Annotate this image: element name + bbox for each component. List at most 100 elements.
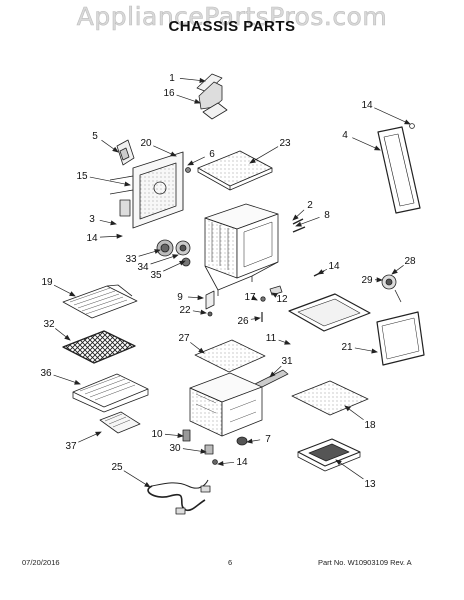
arrowhead-17 — [251, 295, 258, 301]
arrowhead-22 — [200, 309, 207, 315]
footer-date: 07/20/2016 — [22, 558, 60, 567]
arrowhead-14 — [404, 119, 411, 125]
part-32-rack — [62, 330, 136, 364]
callout-14: 14 — [328, 261, 340, 272]
arrowhead-14 — [317, 269, 324, 275]
callout-8: 8 — [324, 210, 330, 221]
callout-17: 17 — [244, 292, 256, 303]
leader-line-13 — [338, 461, 364, 480]
part-27-plate — [194, 339, 266, 373]
arrowhead-37 — [95, 431, 102, 437]
part-10-spring — [182, 429, 191, 442]
arrowhead-2 — [292, 214, 299, 221]
part-21-glass — [376, 311, 425, 366]
leader-line-10 — [164, 433, 181, 437]
page-title: CHASSIS PARTS — [168, 18, 296, 35]
part-9-bracket — [205, 290, 215, 317]
part-25-harness — [147, 479, 211, 515]
part-17-screw — [260, 296, 266, 302]
arrowhead-7 — [246, 438, 253, 444]
callout-29: 29 — [361, 275, 373, 286]
part-5-bracket — [116, 139, 135, 166]
callout-10: 10 — [151, 429, 163, 440]
arrowhead-31 — [269, 371, 276, 378]
callout-32: 32 — [43, 319, 55, 330]
arrowhead-23 — [249, 158, 256, 164]
callout-16: 16 — [163, 88, 175, 99]
leader-line-14 — [99, 235, 120, 238]
part-36-rack — [72, 373, 149, 413]
arrowhead-1 — [199, 77, 206, 83]
part-chassis-box — [204, 203, 279, 296]
arrowhead-5 — [112, 146, 119, 153]
leader-line-34 — [150, 255, 176, 265]
callout-2: 2 — [307, 200, 313, 211]
arrowhead-29 — [376, 277, 383, 283]
arrowhead-8 — [295, 221, 302, 227]
leader-line-27 — [190, 342, 202, 352]
callout-9: 9 — [177, 292, 183, 303]
arrowhead-33 — [154, 249, 161, 254]
arrowhead-20 — [170, 151, 177, 157]
callout-18: 18 — [364, 420, 376, 431]
callout-13: 13 — [364, 479, 376, 490]
part-lower-chassis — [189, 372, 263, 437]
leader-line-21 — [354, 347, 375, 352]
leader-line-35 — [163, 261, 183, 272]
arrowhead-12 — [271, 292, 278, 298]
arrowhead-13 — [335, 459, 342, 466]
leader-line-36 — [53, 374, 78, 384]
leader-line-1 — [179, 77, 203, 82]
arrowhead-19 — [69, 291, 76, 297]
arrowhead-14 — [217, 460, 224, 466]
part-37-tray — [99, 411, 141, 434]
callout-6: 6 — [209, 149, 215, 160]
callout-34: 34 — [137, 262, 149, 273]
arrowhead-27 — [198, 347, 205, 354]
callout-23: 23 — [279, 138, 291, 149]
part-bracket-top — [196, 73, 228, 120]
callout-1: 1 — [169, 73, 175, 84]
leader-line-18 — [347, 407, 364, 421]
arrowhead-4 — [374, 145, 381, 151]
part-fan-assembly — [156, 239, 191, 267]
leader-line-16 — [176, 94, 198, 103]
part-11-element-frame — [288, 293, 371, 332]
arrowhead-28 — [391, 268, 398, 275]
part-door-panel — [377, 123, 421, 214]
callout-33: 33 — [125, 254, 137, 265]
part-screws-right — [292, 218, 306, 233]
callout-31: 31 — [281, 356, 293, 367]
leader-line-30 — [182, 448, 204, 452]
leader-line-32 — [55, 328, 68, 339]
callout-20: 20 — [140, 138, 152, 149]
callout-36: 36 — [40, 368, 52, 379]
arrowhead-15 — [124, 181, 131, 187]
part-12-clip — [269, 285, 283, 296]
arrowhead-25 — [144, 482, 151, 488]
callout-4: 4 — [342, 130, 348, 141]
callout-15: 15 — [76, 171, 88, 182]
leader-line-14 — [374, 107, 408, 124]
part-6-screw — [185, 167, 191, 173]
arrowhead-32 — [64, 334, 71, 341]
leader-line-15 — [89, 176, 128, 185]
callout-28: 28 — [404, 256, 416, 267]
arrowhead-21 — [371, 348, 378, 354]
arrowhead-26 — [254, 316, 261, 322]
callout-21: 21 — [341, 342, 353, 353]
callout-7: 7 — [265, 434, 271, 445]
watermark: AppliancePartsPros.com — [76, 2, 388, 32]
leader-line-5 — [101, 139, 116, 151]
leader-line-37 — [78, 432, 99, 443]
callout-5: 5 — [92, 131, 98, 142]
callout-3: 3 — [89, 214, 95, 225]
leader-line-33 — [138, 250, 158, 257]
part-18-bottom-plate — [291, 380, 369, 416]
arrowhead-6 — [187, 160, 194, 166]
leader-line-23 — [252, 146, 279, 162]
arrowhead-3 — [110, 220, 117, 226]
arrowhead-14 — [116, 233, 123, 239]
part-19-rack — [62, 284, 138, 319]
